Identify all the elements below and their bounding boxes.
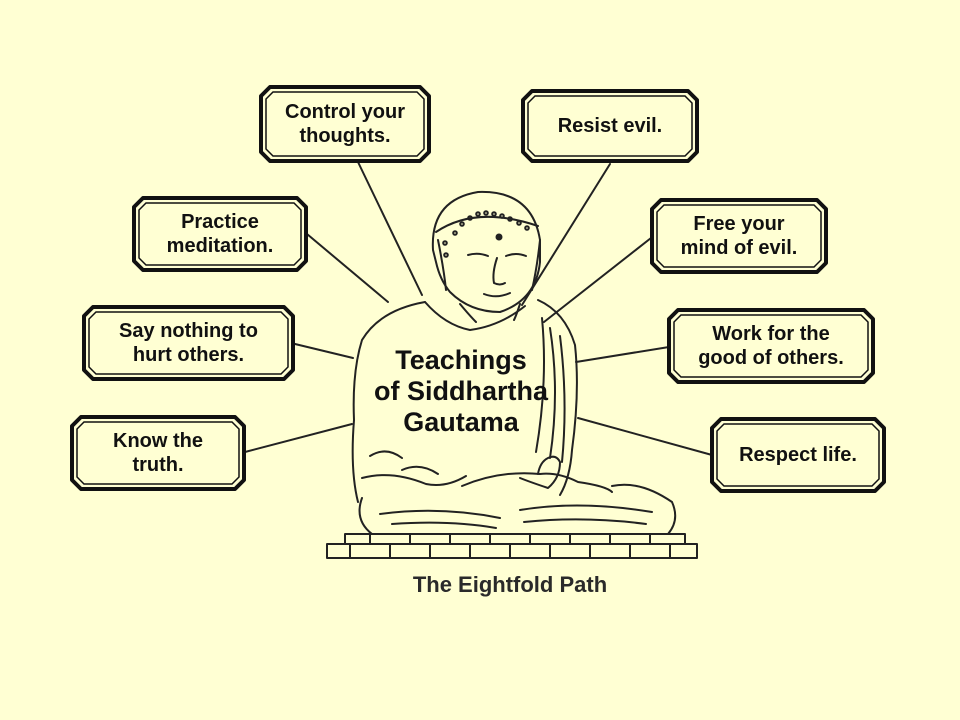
teaching-box-control-thoughts: Control your thoughts. — [258, 84, 432, 164]
teaching-box-know-truth: Know the truth. — [69, 414, 247, 492]
teaching-text: Know the truth. — [113, 430, 203, 476]
teaching-text: Say nothing to hurt others. — [119, 320, 258, 366]
teaching-box-free-mind: Free your mind of evil. — [649, 197, 829, 275]
teaching-box-frame — [710, 417, 886, 493]
teaching-text: Resist evil. — [557, 115, 663, 137]
center-title: Teachings of Siddhartha Gautama — [374, 345, 548, 437]
teaching-box-frame — [70, 415, 246, 491]
teaching-text: Work for the good of others. — [698, 323, 844, 369]
teaching-text: Respect life. — [739, 444, 857, 466]
diagram-caption: The Eightfold Path — [412, 572, 608, 597]
teaching-text: Control your thoughts. — [285, 101, 405, 147]
teaching-box-frame — [521, 89, 699, 163]
teaching-box-say-nothing: Say nothing to hurt others. — [81, 304, 296, 382]
teaching-box-frame — [650, 198, 828, 274]
teaching-box-frame — [132, 196, 308, 272]
teaching-box-practice-meditation: Practice meditation. — [131, 195, 309, 273]
teaching-text: Practice meditation. — [166, 211, 274, 257]
connector-lines — [244, 161, 713, 456]
teaching-box-work-for-good: Work for the good of others. — [666, 307, 876, 385]
teaching-box-resist-evil: Resist evil. — [520, 88, 700, 164]
teaching-box-frame — [82, 305, 295, 381]
teaching-box-frame — [667, 308, 875, 384]
teaching-box-respect-life: Respect life. — [709, 416, 887, 494]
teaching-text: Free your mind of evil. — [680, 213, 798, 259]
teaching-box-frame — [259, 85, 431, 163]
